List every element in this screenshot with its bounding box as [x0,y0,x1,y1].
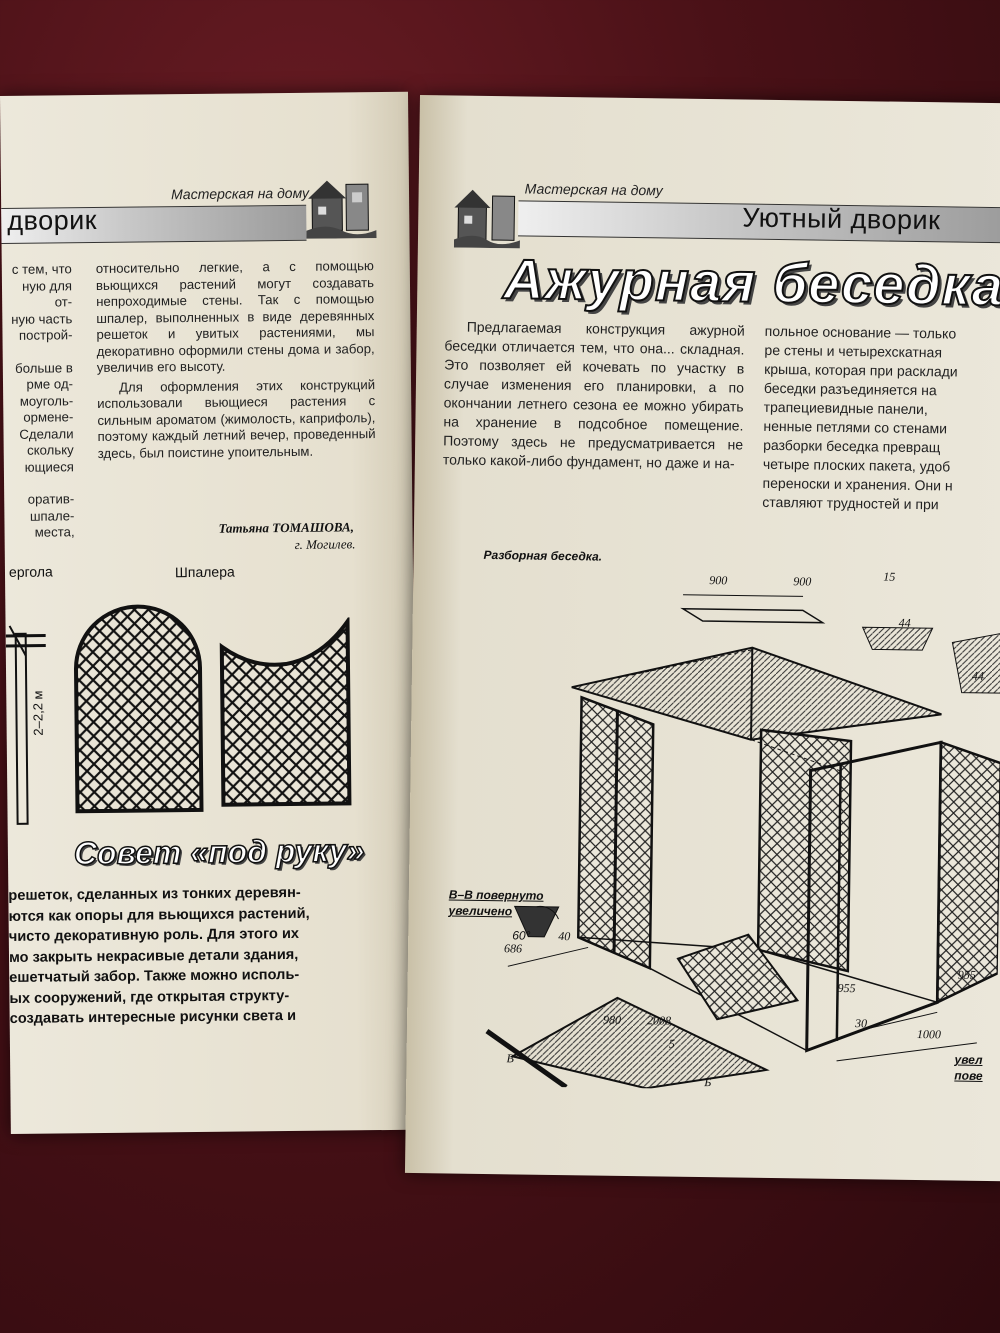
text-line: рме од- [26,376,74,392]
text-line: ставляют трудностей и при [762,493,939,513]
text-line: ормене- [23,409,74,425]
pergola-label: ергола [8,563,53,580]
right-page: Мастерская на дому Уютный дворик Ажурная… [404,95,1000,1182]
dim-label: 955 [957,967,976,982]
section-label: увел [954,1052,983,1067]
spacer [4,475,74,492]
paragraph: относительно легкие, а с помощью вьющихс… [95,258,375,376]
text-line: ющиеся [24,458,74,475]
tip-title: Совет «под руку» [73,831,365,872]
pergola-drawing [5,625,46,825]
text-line: моуголь- [19,392,74,409]
text-line: места, [34,524,75,540]
text-line: создавать интересные рисунки света и [9,1007,297,1027]
shpalera-label: Шпалера [174,563,235,581]
section-label: увеличено [448,903,513,919]
text-line: ную для от- [21,277,73,310]
dim-label: 2008 [647,1013,672,1028]
section-label: пове [954,1068,983,1083]
house-icon [453,185,521,249]
dim-label: 955 [837,980,856,996]
dim-label: 44 [971,668,985,683]
text-line: оратив- [27,491,75,507]
text-line: больше в [15,359,73,376]
trellis-arch-drawing [74,604,204,814]
running-head-right: Мастерская на дому [524,180,663,199]
body-column-left: относительно легкие, а с помощью вьющихс… [96,258,376,465]
paragraph: Для оформления этих конструкций использо… [97,376,376,461]
dim-label: 40 [558,929,571,944]
section-label: В–В повернуто [448,887,544,903]
spacer [3,344,73,361]
dim-label: Б [704,1075,712,1090]
body-column-right-2: польное основание — только ре стены и че… [762,322,1000,515]
section-title-right: Уютный дворик [742,202,941,236]
section-title-left: дворик [7,204,98,236]
article-title: Ажурная беседка [502,246,1000,318]
author-name: Татьяна ТОМАШОВА, [218,519,354,536]
gazebo-drawing [485,594,1000,1090]
text-line: Сделали [19,425,74,442]
text-line: шпале- [29,507,75,524]
author-city: г. Могилев. [294,536,356,552]
text-line: построй- [18,327,73,343]
left-fragment-column: с тем, что ную для от- ную часть построй… [2,261,75,541]
dim-label: 980 [603,1012,622,1027]
trellis-wave-drawing [219,617,352,807]
dim-label: 1000 [916,1027,942,1042]
body-column-right-1: Предлагаемая конструкция ажурной беседки… [442,318,745,472]
text-line: с тем, что [11,261,72,277]
running-head-left: Мастерская на дому [170,184,310,203]
tip-text: решеток, сделанных из тонких деревян- ют… [8,882,389,1029]
dim-label: В [506,1051,514,1066]
height-label: 2–2,2 м [30,690,46,736]
dim-label: 5 [668,1036,675,1051]
left-page: Мастерская на дому дворик с тем, что ную… [0,91,419,1134]
dim-label: 686 [503,941,523,956]
dim-label: 30 [854,1016,868,1031]
angle-label: 60° [512,928,531,943]
house-icon [306,174,377,239]
text-line: скольку [26,442,74,458]
text-line: ную часть [11,310,73,327]
dim-label: 900 [793,574,812,589]
dim-label: 900 [709,573,728,588]
dim-label: 15 [883,569,896,584]
dim-label: 44 [898,615,911,630]
